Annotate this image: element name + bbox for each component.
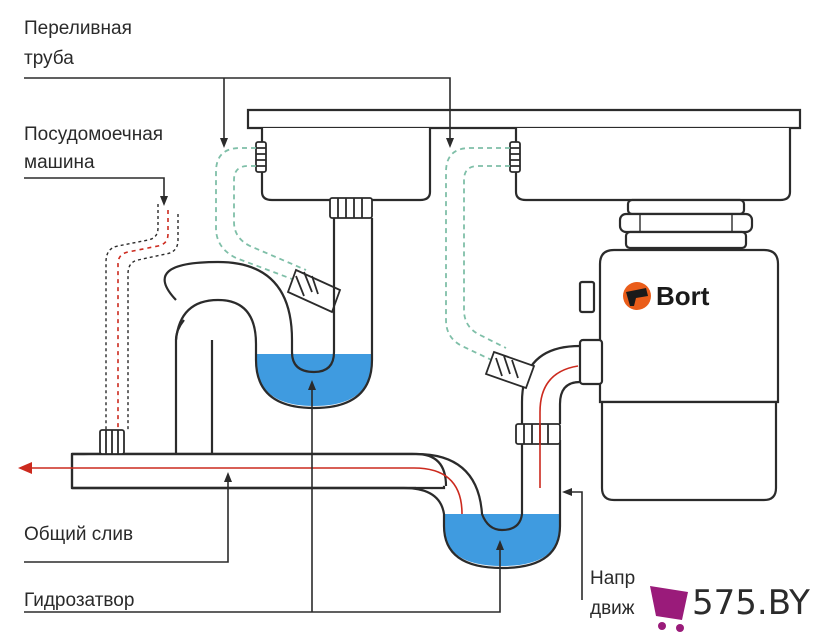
left-overflow-hole [255, 141, 267, 173]
disposer-lines [600, 214, 778, 403]
label-dishwasher-line1: Посудомоечная [24, 124, 163, 145]
dishwasher-hose [117, 210, 169, 430]
left-trap-water [256, 354, 372, 406]
left-sink-bowl [260, 128, 432, 202]
bort-logo-drill-icon [626, 288, 648, 306]
left-overflow-hose [215, 147, 307, 283]
watermark-cart-icon [650, 586, 688, 620]
right-overflow-connector [484, 350, 536, 390]
dishwasher-hose-outline [105, 204, 179, 430]
watermark-wheel-icon [658, 622, 666, 630]
label-dishwasher-line2: машина [24, 152, 95, 173]
right-trap-pipe [72, 440, 562, 570]
watermark-wheel2-icon [676, 624, 684, 632]
right-trap-nut [515, 423, 561, 445]
bort-logo: Bort [623, 281, 710, 311]
right-overflow-hose [445, 147, 510, 365]
label-overflow-pipe-line2: труба [24, 48, 74, 69]
callout-lines [24, 77, 583, 613]
flow-arrowhead-icon [18, 462, 32, 474]
right-trap-water [444, 514, 560, 566]
watermark-text: 575.BY [692, 583, 810, 623]
left-s-trap-pipe [163, 218, 374, 458]
countertop [246, 108, 802, 130]
label-overflow-pipe-line1: Переливная [24, 18, 132, 39]
dishwasher-nozzle [99, 429, 125, 455]
disposer-outlet-pipe [520, 344, 581, 424]
disposer [578, 198, 780, 502]
label-direction-line1: Напр [590, 568, 635, 589]
label-direction-line2: движ [590, 598, 635, 619]
left-overflow-connector [286, 268, 342, 314]
right-sink-bowl [514, 128, 792, 202]
flow-arrow [28, 365, 579, 515]
label-water-seal: Гидрозатвор [24, 590, 134, 611]
watermark: 575.BY [650, 583, 810, 632]
left-drain-nut [329, 197, 373, 219]
common-drain-pipe [70, 452, 448, 490]
label-common-drain: Общий слив [24, 524, 133, 545]
callout-arrowheads [160, 138, 572, 550]
right-overflow-hole [509, 141, 521, 173]
bort-logo-text: Bort [656, 281, 710, 311]
